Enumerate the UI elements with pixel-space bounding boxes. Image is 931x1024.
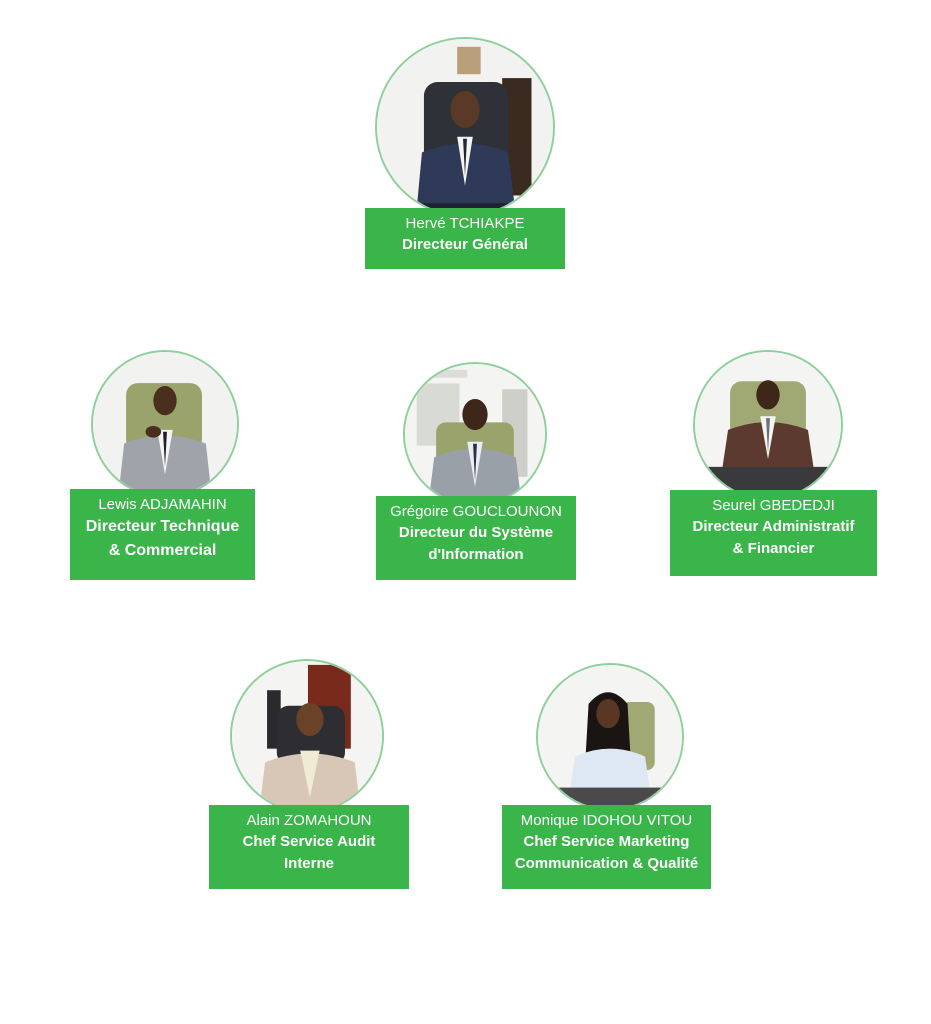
portrait-photo — [91, 350, 239, 498]
person-role-line-2: Interne — [283, 855, 334, 872]
name-role-card: Hervé TCHIAKPE Directeur Général — [365, 208, 565, 269]
person-role-line-2: & Financier — [732, 540, 815, 557]
person-role-line-1: Chef Service Marketing — [523, 833, 690, 850]
portrait-photo — [375, 37, 555, 217]
name-role-card: Monique IDOHOU VITOU Chef Service Market… — [502, 805, 711, 889]
person-role-line-2: & Commercial — [108, 542, 217, 559]
portrait-photo — [536, 663, 684, 811]
person-name: Monique IDOHOU VITOU — [520, 812, 693, 829]
person-role-line-2: Communication & Qualité — [514, 855, 699, 872]
person-role-line-1: Directeur Administratif — [692, 518, 855, 535]
name-role-card: Grégoire GOUCLOUNON Directeur du Système… — [376, 496, 576, 580]
portrait-photo — [693, 350, 843, 500]
person-name: Hervé TCHIAKPE — [405, 215, 525, 232]
person-name: Alain ZOMAHOUN — [246, 812, 372, 829]
person-name: Grégoire GOUCLOUNON — [390, 503, 562, 520]
portrait-photo — [403, 362, 547, 506]
person-role-line-1: Directeur Général — [402, 236, 528, 253]
person-role-line-1: Directeur Technique — [85, 518, 240, 535]
portrait-photo — [230, 659, 384, 813]
person-role-line-1: Chef Service Audit — [242, 833, 376, 850]
name-role-card: Alain ZOMAHOUN Chef Service Audit Intern… — [209, 805, 409, 889]
person-role-line-1: Directeur du Système — [398, 524, 554, 541]
person-name: Lewis ADJAMAHIN — [98, 496, 227, 513]
person-role-line-2: d'Information — [428, 546, 524, 563]
person-name: Seurel GBEDEDJI — [712, 497, 835, 514]
name-role-card: Lewis ADJAMAHIN Directeur Technique & Co… — [70, 489, 255, 580]
name-role-card: Seurel GBEDEDJI Directeur Administratif … — [670, 490, 877, 576]
